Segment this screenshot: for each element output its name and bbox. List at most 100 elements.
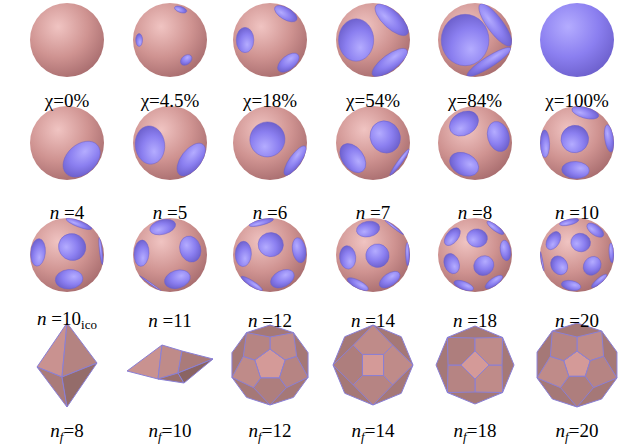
label-part: =20 <box>569 420 599 441</box>
label-part: n <box>351 310 361 331</box>
patch <box>240 274 264 292</box>
polyhedron-face <box>254 378 287 405</box>
label-part: f <box>463 429 467 444</box>
patch <box>608 243 614 263</box>
label-part: χ=100% <box>545 90 608 111</box>
label-part: n <box>253 202 263 223</box>
label-part: =5 <box>162 202 187 223</box>
patch <box>236 27 254 52</box>
label-part: =20 <box>565 310 599 331</box>
polyhedron-face <box>384 345 413 385</box>
patchy-sphere <box>29 216 104 292</box>
label-part: =18 <box>467 420 497 441</box>
patchy-sphere <box>438 106 513 181</box>
polyhedron-face <box>353 376 393 405</box>
patch <box>603 124 616 153</box>
patch <box>235 241 252 267</box>
patch <box>464 44 513 81</box>
label-part: =8 <box>467 202 492 223</box>
panel-label: χ=18% <box>243 91 297 110</box>
patch <box>499 239 512 261</box>
sphere-body <box>540 3 614 77</box>
panel-label: n =10 <box>555 203 599 222</box>
patchy-sphere <box>336 0 413 82</box>
patch <box>274 49 302 76</box>
patchy-sphere <box>540 104 616 180</box>
polyhedron-face <box>475 337 503 365</box>
panel-label: nf=10 <box>149 421 192 443</box>
label-part: f <box>258 429 262 444</box>
panel-label: nf=20 <box>556 421 599 443</box>
patch <box>446 148 483 181</box>
patch <box>133 125 166 166</box>
panel-label: n =5 <box>153 203 187 222</box>
sphere-body <box>30 3 104 77</box>
panel-label: χ=54% <box>346 91 400 110</box>
polyhedron <box>232 325 308 405</box>
patch <box>484 119 513 154</box>
sphere-body <box>438 106 512 180</box>
panel-label: n =14 <box>351 311 395 330</box>
patchy-sphere <box>438 218 512 293</box>
patch <box>580 253 605 279</box>
panel-label: n =8 <box>458 203 492 222</box>
polyhedron <box>333 325 413 405</box>
label-part: n <box>458 202 468 223</box>
panel-label: n =6 <box>253 203 287 222</box>
patch <box>445 106 483 141</box>
label-part: χ=84% <box>448 90 502 111</box>
panel-label: χ=0% <box>45 91 89 110</box>
panel-label: n =10ico <box>37 309 97 331</box>
patchy-sphere <box>233 2 307 77</box>
sphere-body <box>540 106 614 180</box>
polyhedron-face <box>333 345 362 385</box>
label-part: =8 <box>63 420 83 441</box>
polyhedron-face <box>243 333 270 360</box>
polyhedron-face <box>577 331 604 361</box>
label-part: n <box>556 420 566 441</box>
patch <box>339 19 374 61</box>
label-part: χ=4.5% <box>141 90 200 111</box>
polyhedron-face <box>447 337 475 365</box>
patch <box>177 234 204 265</box>
polyhedron-face <box>436 326 514 404</box>
sphere-body <box>336 106 410 180</box>
label-part: =14 <box>365 420 395 441</box>
polyhedron-face <box>232 356 261 387</box>
patchy-sphere <box>438 0 517 80</box>
panel-label: n =18 <box>453 311 497 330</box>
patch <box>556 120 593 157</box>
panel-label: χ=4.5% <box>141 91 200 110</box>
label-part: n <box>50 202 60 223</box>
sphere-body <box>438 218 512 292</box>
patch <box>280 143 310 178</box>
panel-label: n =11 <box>148 311 191 330</box>
panel-label: n =20 <box>555 311 599 330</box>
patchy-sphere <box>540 217 615 292</box>
patch <box>405 242 409 266</box>
panel-label: n =12 <box>248 311 292 330</box>
sphere-body <box>336 218 410 292</box>
patch <box>139 275 161 291</box>
label-part: n <box>555 310 565 331</box>
polyhedron <box>436 326 514 404</box>
patchy-sphere <box>133 217 207 292</box>
patch <box>483 273 504 291</box>
patch <box>56 134 107 184</box>
patch <box>561 161 589 179</box>
label-part: =4 <box>59 202 84 223</box>
panel-label: χ=100% <box>545 91 608 110</box>
patchy-sphere <box>30 106 107 184</box>
label-part: n <box>149 420 159 441</box>
polyhedron <box>127 345 213 383</box>
patch <box>291 237 308 264</box>
label-part: f <box>565 429 569 444</box>
sphere-body <box>233 218 307 292</box>
patchy-sphere <box>335 106 412 180</box>
sphere-body <box>30 218 104 292</box>
patchy-sphere <box>540 3 614 77</box>
patch <box>339 245 357 270</box>
patchy-sphere <box>233 216 308 292</box>
patch <box>441 225 463 249</box>
label-part: n <box>50 420 60 441</box>
